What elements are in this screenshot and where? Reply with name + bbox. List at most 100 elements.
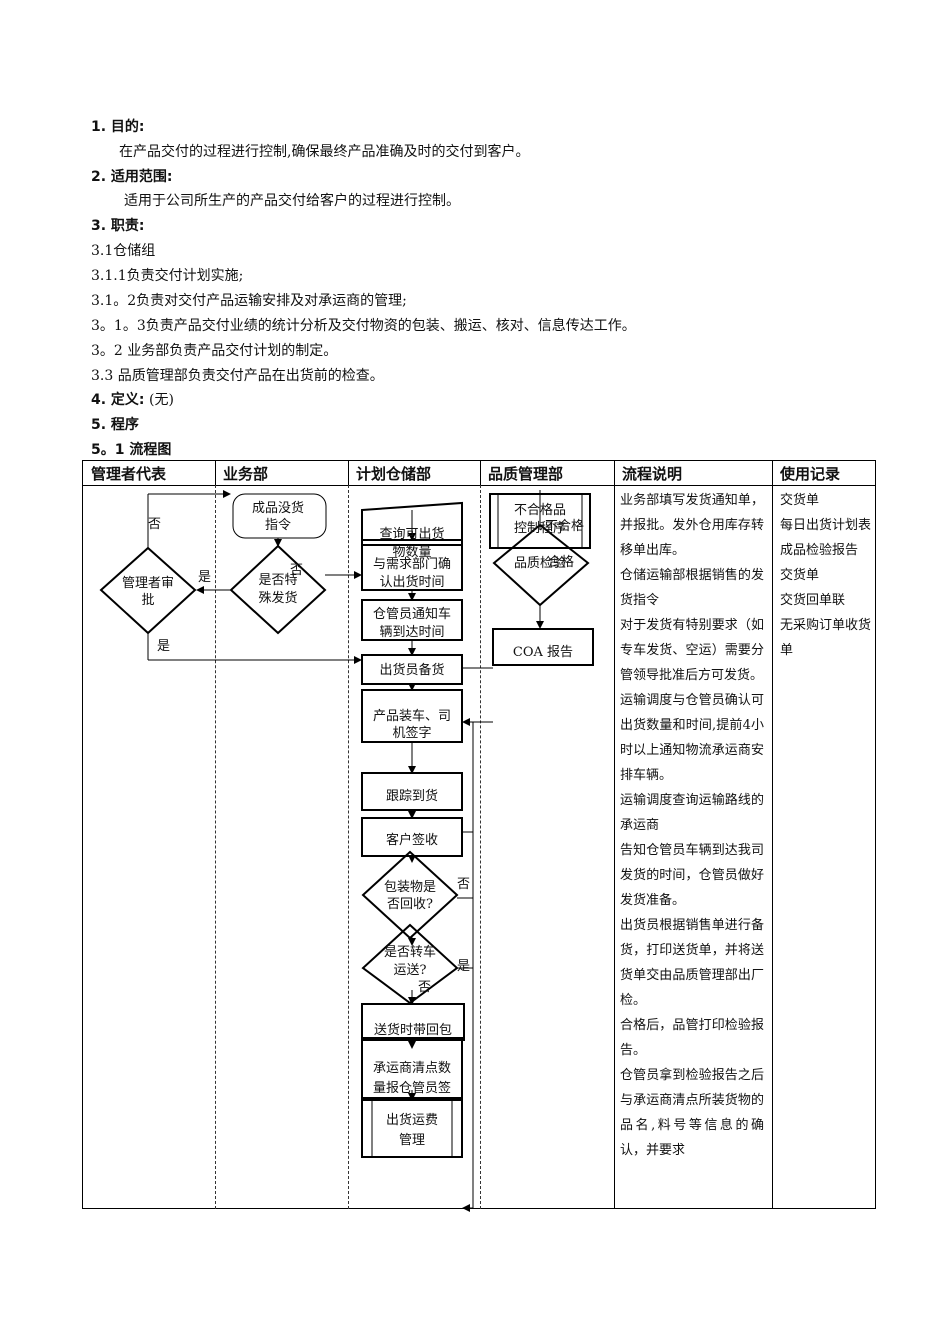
node-text-line: 批 [141, 593, 154, 608]
packaging-recovery-decision [361, 850, 459, 940]
node-text: 是否转车运送? [384, 944, 436, 978]
header-business-dept: 业务部 [223, 465, 269, 483]
description-paragraph: 对于发货有特别要求（如专车发货、空运）需要分管领导批准后方可发货。 [620, 618, 764, 683]
node-text-line: 查询可出货 [379, 526, 444, 542]
node-text: 出货员备货 [379, 662, 444, 678]
node-text-line: 成品没货 [252, 500, 304, 516]
quality-inspection-decision [492, 523, 590, 607]
load-sign-node [361, 689, 463, 743]
node-text: 与需求部门确认出货时间 [373, 557, 451, 590]
branch-label-yes: 是 [198, 570, 211, 585]
section-4: 4. 定义: (无) [91, 389, 174, 409]
section-3-2: 3。2 业务部负责产品交付计划的制定。 [91, 343, 338, 359]
special-shipment-decision [229, 544, 327, 635]
customer-sign-node [361, 817, 463, 857]
header-quality-dept: 品质管理部 [488, 465, 564, 483]
branch-label-no: 否 [290, 563, 303, 578]
table-header-divider [83, 485, 875, 486]
node-text: 仓管员通知车辆到达时间 [373, 606, 451, 640]
node-text: 查询可出货物数量 [379, 526, 444, 560]
reject-control-node [489, 493, 591, 549]
node-text: 送货时带回包 [374, 1022, 452, 1038]
freight-management-node [361, 1099, 463, 1158]
section-5-1-title: 5。1 流程图 [91, 442, 172, 458]
record-item: 每日出货计划表 [780, 518, 872, 533]
node-text-line: 殊发货 [258, 590, 297, 606]
node-text-line: 包装物是 [384, 880, 436, 895]
manager-approve-decision [99, 546, 197, 635]
section-3-1: 3.1仓储组 [91, 243, 156, 259]
node-text-line: 是否特 [258, 573, 297, 588]
node-text: COA 报告 [513, 645, 573, 660]
branch-label-unqualified: 不合格 [545, 518, 584, 534]
node-text-line: 承运商清点数 [373, 1061, 451, 1076]
node-text-line: 指令 [265, 518, 291, 533]
header-manager-rep: 管理者代表 [91, 465, 167, 483]
coa-report-node [492, 628, 594, 666]
section-3-3: 3.3 品质管理部负责交付产品在出货前的检查。 [91, 368, 384, 384]
node-text: 包装物是否回收? [384, 880, 436, 912]
node-text: 出货运费管理 [386, 1112, 438, 1148]
node-text: 是否特殊发货 [258, 573, 297, 606]
section-2-title: 2. 适用范围: [91, 169, 173, 185]
node-text-line: 仓管员通知车 [373, 606, 451, 622]
usage-records: 交货单 每日出货计划表 成品检验报告 交货单 交货回单联 无采购订单收货单 [780, 488, 872, 663]
node-text-line: 量报仓管员签 [373, 1080, 451, 1096]
column-divider [215, 461, 216, 485]
description-paragraph: 运输调度与仓管员确认可出货数量和时间,提前4小时以上通知物流承运商安排车辆。 [620, 693, 764, 783]
node-text-line: 管理者审 [122, 576, 174, 591]
node-text-line: 否回收? [387, 897, 433, 912]
process-description: 业务部填写发货通知单，并报批。发外仓用库存转移单出库。 仓储运输部根据销售的发货… [620, 488, 764, 1163]
section-1-title: 1. 目的: [91, 119, 145, 135]
node-text-line: 运送? [394, 963, 427, 978]
column-divider [480, 461, 481, 485]
header-warehouse-dept: 计划仓储部 [356, 465, 432, 483]
node-text: 承运商清点数量报仓管员签 [373, 1061, 451, 1096]
branch-label-no: 否 [148, 517, 161, 532]
section-3-1-3: 3。1。3负责产品交付业绩的统计分析及交付物资的包装、搬运、核对、信息传达工作。 [91, 318, 636, 334]
node-text: 品质检验 [514, 555, 566, 571]
node-text: 管理者审批 [122, 576, 174, 608]
header-usage-records: 使用记录 [780, 465, 841, 483]
description-paragraph: 出货员根据销售单进行备货，打印送货单，并将送货单交由品质管理部出厂检。 [620, 918, 764, 1008]
track-delivery-node [361, 772, 463, 811]
notify-vehicle-node [361, 599, 463, 641]
swimlane-divider [215, 485, 216, 1209]
node-text: 跟踪到货 [386, 788, 438, 804]
section-1-body: 在产品交付的过程进行控制,确保最终产品准确及时的交付到客户。 [119, 144, 530, 160]
node-text: 客户签收 [386, 832, 438, 848]
return-packaging-node [361, 1003, 465, 1041]
swimlane-divider [480, 485, 481, 1209]
branch-label-yes: 是 [157, 639, 170, 654]
node-text: 产品装车、司机签字 [373, 708, 451, 741]
branch-label-no: 否 [418, 980, 431, 995]
node-text-line: 是否转车 [384, 944, 436, 960]
section-3-1-2: 3.1。2负责对交付产品运输安排及对承运商的管理; [91, 293, 407, 309]
section-3-title: 3. 职责: [91, 218, 145, 234]
branch-label-no: 否 [457, 877, 470, 892]
confirm-time-node [361, 539, 463, 591]
business-order-node [232, 493, 327, 539]
description-paragraph: 仓储运输部根据销售的发货指令 [620, 568, 764, 608]
record-item: 交货单 [780, 568, 820, 583]
section-3-1-1: 3.1.1负责交付计划实施; [91, 268, 244, 284]
column-divider [772, 461, 773, 1208]
node-text: 不合格品控制程序 [514, 502, 566, 536]
branch-label-pass: 合格 [548, 554, 574, 570]
description-paragraph: 业务部填写发货通知单，并报批。发外仓用库存转移单出库。 [620, 493, 764, 558]
node-text-line: 不合格品 [514, 502, 566, 518]
record-item: 无采购订单收货单 [780, 618, 872, 658]
column-divider [614, 461, 615, 1208]
description-paragraph: 告知仓管员车辆到达我司发货的时间，仓管员做好发货准备。 [620, 843, 764, 908]
node-text-line: 机签字 [392, 725, 431, 741]
node-text: 成品没货指令 [252, 500, 304, 533]
node-text-line: 与需求部门确 [373, 557, 451, 572]
node-text-line: 辆到达时间 [379, 625, 444, 640]
section-4-title: 4. 定义: [91, 392, 145, 408]
description-paragraph: 合格后，品管打印检验报告。 [620, 1018, 764, 1058]
section-5-title: 5. 程序 [91, 417, 139, 433]
carrier-count-node [361, 1037, 463, 1099]
record-item: 交货单 [780, 493, 820, 508]
node-text-line: 管理 [399, 1133, 425, 1148]
